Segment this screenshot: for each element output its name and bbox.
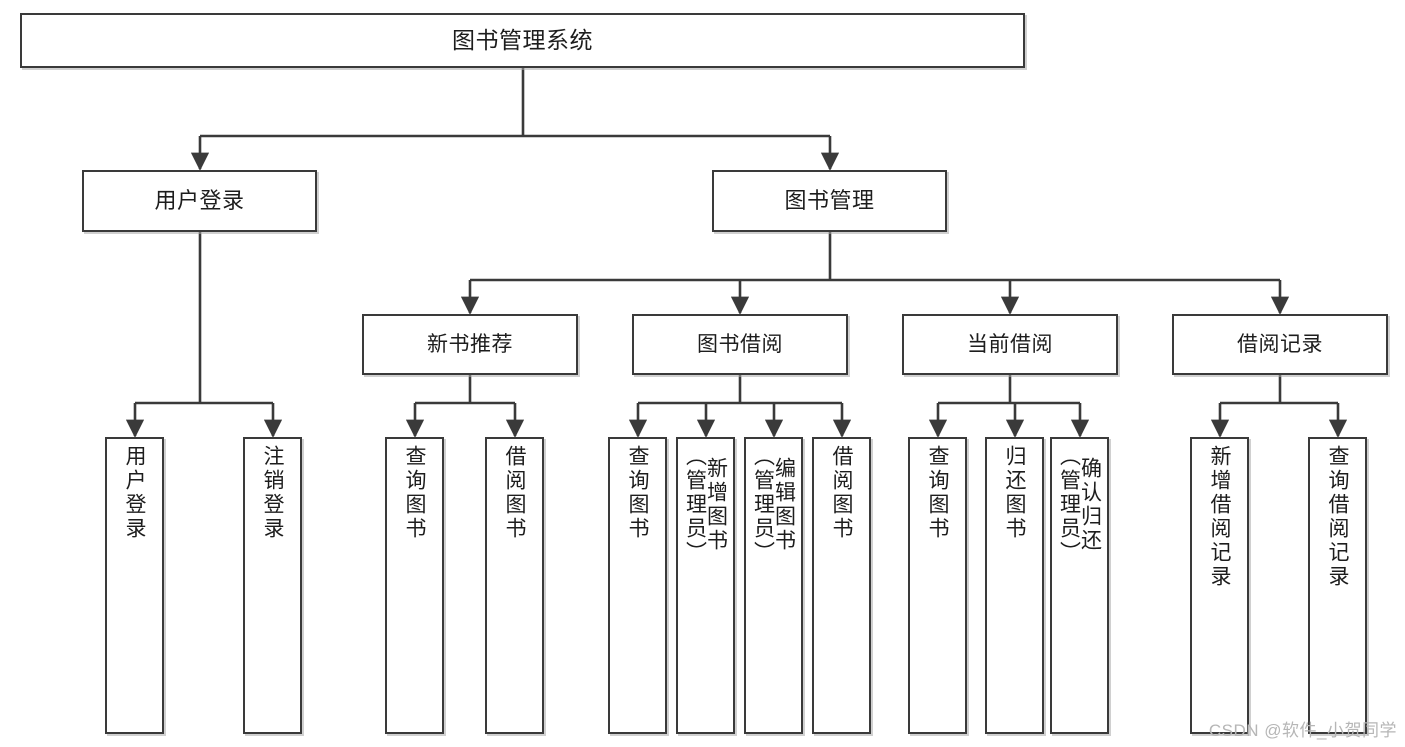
node-leaf-query-book-3[interactable]: 查询图书 bbox=[908, 437, 967, 734]
node-label: 借阅图书 bbox=[830, 445, 853, 541]
node-leaf-borrow-book-1[interactable]: 借阅图书 bbox=[485, 437, 544, 734]
csdn-watermark: CSDN @软件_小贺同学 bbox=[1208, 721, 1397, 740]
node-leaf-return-book[interactable]: 归还图书 bbox=[985, 437, 1044, 734]
node-label: 新增借阅记录 bbox=[1208, 445, 1231, 589]
node-label: 借阅记录 bbox=[1237, 332, 1323, 356]
node-leaf-add-book[interactable]: 新增图书 （管理员） bbox=[676, 437, 735, 734]
node-book-borrow[interactable]: 图书借阅 bbox=[632, 314, 848, 375]
node-label: 图书借阅 bbox=[697, 332, 783, 356]
node-borrow-record[interactable]: 借阅记录 bbox=[1172, 314, 1388, 375]
node-new-book-recommend[interactable]: 新书推荐 bbox=[362, 314, 578, 375]
node-leaf-add-record[interactable]: 新增借阅记录 bbox=[1190, 437, 1249, 734]
node-label: 查询图书 bbox=[626, 445, 649, 541]
node-current-borrow[interactable]: 当前借阅 bbox=[902, 314, 1118, 375]
node-label: 归还图书 bbox=[1003, 445, 1026, 541]
node-root[interactable]: 图书管理系统 bbox=[20, 13, 1025, 68]
node-leaf-user-login[interactable]: 用户登录 bbox=[105, 437, 164, 734]
node-book-manage[interactable]: 图书管理 bbox=[712, 170, 947, 232]
node-label: 图书管理 bbox=[784, 187, 875, 213]
node-label: 当前借阅 bbox=[967, 332, 1053, 356]
node-label: 用户登录 bbox=[154, 187, 245, 213]
node-leaf-borrow-book-2[interactable]: 借阅图书 bbox=[812, 437, 871, 734]
node-label: 用户登录 bbox=[123, 445, 146, 541]
node-label: 查询图书 bbox=[403, 445, 426, 541]
node-leaf-confirm-return[interactable]: 确认归还 （管理员） bbox=[1050, 437, 1109, 734]
node-label: 借阅图书 bbox=[503, 445, 526, 541]
node-leaf-query-record[interactable]: 查询借阅记录 bbox=[1308, 437, 1367, 734]
node-label: 确认归还 （管理员） bbox=[1057, 445, 1102, 565]
node-label: 新书推荐 bbox=[427, 332, 513, 356]
node-label: 编辑图书 （管理员） bbox=[751, 445, 796, 565]
node-leaf-logout[interactable]: 注销登录 bbox=[243, 437, 302, 734]
node-label: 查询图书 bbox=[926, 445, 949, 541]
node-label: 图书管理系统 bbox=[452, 26, 593, 53]
node-label: 新增图书 （管理员） bbox=[683, 445, 728, 565]
node-label: 注销登录 bbox=[261, 445, 284, 541]
node-user-login[interactable]: 用户登录 bbox=[82, 170, 317, 232]
node-leaf-query-book-2[interactable]: 查询图书 bbox=[608, 437, 667, 734]
node-label: 查询借阅记录 bbox=[1326, 445, 1349, 589]
node-leaf-edit-book[interactable]: 编辑图书 （管理员） bbox=[744, 437, 803, 734]
node-leaf-query-book-1[interactable]: 查询图书 bbox=[385, 437, 444, 734]
